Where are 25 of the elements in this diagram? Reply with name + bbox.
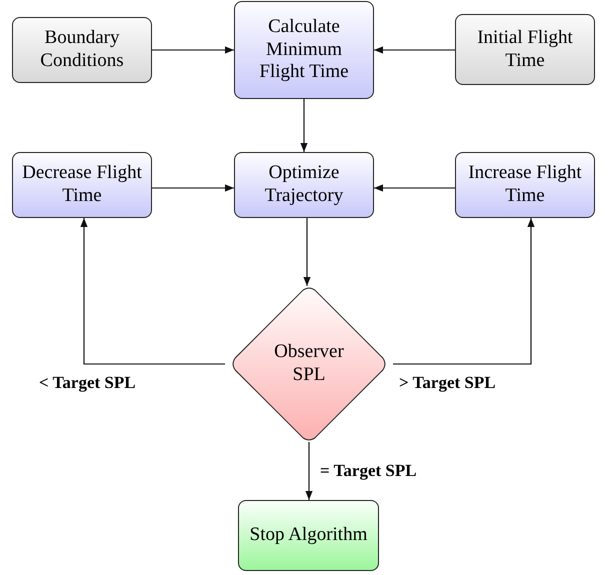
decision-diamond <box>231 286 387 442</box>
node-label: Stop Algorithm <box>250 524 368 547</box>
arrow <box>305 442 313 500</box>
node-label: Decrease Flight Time <box>21 162 143 208</box>
arrow <box>374 46 455 54</box>
node-label: Initial Flight Time <box>476 26 574 72</box>
arrow <box>80 218 225 365</box>
node-label: Calculate Minimum Flight Time <box>258 16 350 84</box>
terminal-box <box>238 500 379 571</box>
process-box <box>455 152 595 218</box>
arrow <box>152 184 234 192</box>
node-label: Boundary Conditions <box>39 27 125 73</box>
node-label: Observer SPL <box>273 341 345 387</box>
process-box <box>455 14 595 85</box>
arrow <box>393 218 535 365</box>
arrow <box>300 99 308 152</box>
arrow <box>303 218 311 286</box>
arrow <box>152 46 234 54</box>
process-box <box>234 1 374 99</box>
process-box <box>12 17 152 83</box>
node-label: Optimize Trajectory <box>264 162 344 208</box>
process-box <box>234 152 374 218</box>
node-label: Increase Flight Time <box>467 162 583 208</box>
process-box <box>12 152 152 218</box>
arrow <box>374 184 455 192</box>
